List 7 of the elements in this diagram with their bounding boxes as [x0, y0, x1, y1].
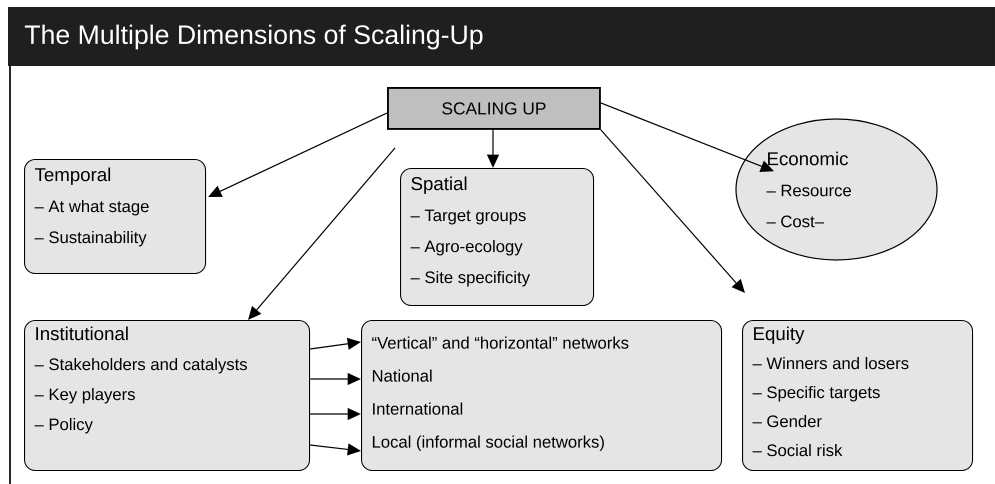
category-box: Temporal – At what stage – Sustainability [24, 159, 206, 274]
category-box: “Vertical” and “horizontal” networks National International Local (informal social networks) [361, 320, 722, 472]
category-box: Institutional – Stakeholders and catalysts – Key players – Policy [24, 320, 310, 472]
category-box: Equity – Winners and losers – Specific targets – Gender – Social risk [742, 320, 974, 472]
title-bar: The Multiple Dimensions of Scaling-Up [8, 7, 995, 66]
central-box: SCALING UP [387, 87, 601, 130]
category-box: Spatial – Target groups – Agro-ecology – Site specificity [400, 168, 594, 306]
